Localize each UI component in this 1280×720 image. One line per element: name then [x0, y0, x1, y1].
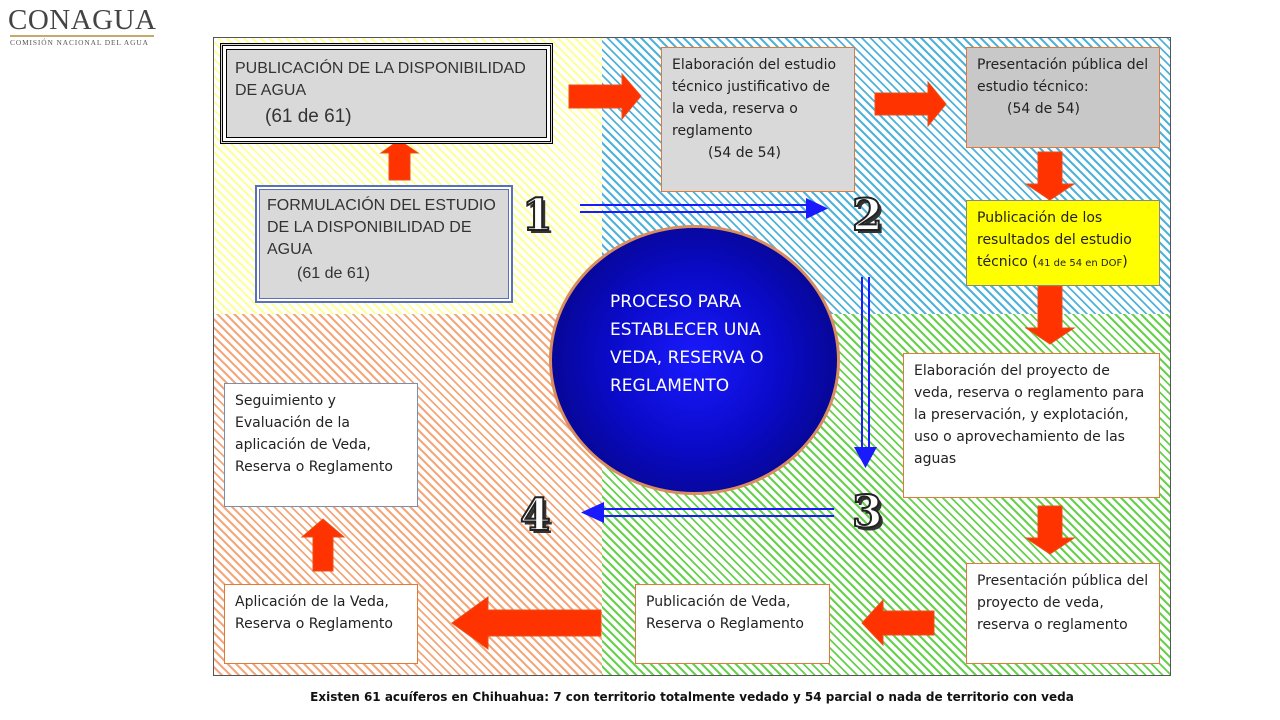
arrow-right-1	[568, 72, 642, 121]
box-publicacion-resultados-count: 41 de 54 en DOF	[1037, 258, 1123, 269]
box-publicacion-veda: Publicación de Veda, Reserva o Reglament…	[635, 584, 830, 664]
blue-arrowhead-left	[581, 502, 604, 523]
arrow-up-1	[379, 139, 420, 181]
box-formulacion-disponibilidad: FORMULACIÓN DEL ESTUDIO DE LA DISPONIBIL…	[255, 185, 513, 303]
process-circle-title: PROCESO PARA ESTABLECER UNA VEDA, RESERV…	[610, 292, 764, 396]
box-formulacion-disponibilidad-count: (61 de 61)	[297, 265, 370, 282]
box-presentacion-estudio-count: (54 de 54)	[1007, 101, 1080, 117]
arrow-right-2	[874, 80, 947, 128]
arrow-left-1	[861, 598, 935, 647]
arrow-down-2	[1024, 285, 1076, 345]
box-seguimiento-text: Seguimiento y Evaluación de la aplicació…	[235, 393, 393, 475]
box-elaboracion-estudio-count: (54 de 54)	[708, 145, 781, 161]
step-number-2: 2	[851, 189, 884, 242]
box-elaboracion-estudio-text: Elaboración del estudio técnico justific…	[672, 57, 837, 139]
box-presentacion-proyecto: Presentación pública del proyecto de ved…	[966, 563, 1160, 664]
box-elaboracion-proyecto: Elaboración del proyecto de veda, reserv…	[903, 353, 1160, 498]
arrow-down-1	[1024, 151, 1076, 201]
conagua-logo: CONAGUA	[8, 4, 157, 36]
box-publicacion-resultados-close: )	[1122, 254, 1128, 270]
blue-arrowhead-down	[854, 447, 877, 468]
step-number-3: 3	[851, 486, 884, 539]
box-presentacion-estudio: Presentación pública del estudio técnico…	[966, 47, 1160, 148]
step-number-4: 4	[519, 489, 552, 542]
box-elaboracion-estudio: Elaboración del estudio técnico justific…	[661, 47, 855, 192]
box-aplicacion-veda: Aplicación de la Veda, Reserva o Reglame…	[224, 584, 418, 664]
step-number-1: 1	[521, 189, 554, 242]
footer-note: Existen 61 acuíferos en Chihuahua: 7 con…	[310, 690, 1074, 704]
box-publicacion-resultados: Publicación de los resultados del estudi…	[966, 200, 1160, 286]
diagram-frame	[213, 37, 1171, 676]
box-presentacion-proyecto-text: Presentación pública del proyecto de ved…	[977, 573, 1149, 633]
arrow-down-3	[1024, 505, 1076, 555]
box-aplicacion-veda-text: Aplicación de la Veda, Reserva o Reglame…	[235, 594, 393, 632]
arrow-left-2	[451, 596, 602, 650]
box-publicacion-disponibilidad-text: PUBLICACIÓN DE LA DISPONIBILIDAD DE AGUA	[235, 60, 526, 99]
box-publicacion-disponibilidad-count: (61 de 61)	[265, 106, 352, 127]
box-publicacion-veda-text: Publicación de Veda, Reserva o Reglament…	[646, 594, 804, 632]
box-formulacion-disponibilidad-text: FORMULACIÓN DEL ESTUDIO DE LA DISPONIBIL…	[267, 197, 496, 258]
logo-divider	[10, 35, 154, 37]
box-publicacion-resultados-text: Publicación de los resultados del estudi…	[977, 210, 1132, 270]
box-presentacion-estudio-text: Presentación pública del estudio técnico…	[977, 57, 1149, 95]
box-seguimiento: Seguimiento y Evaluación de la aplicació…	[224, 383, 418, 507]
blue-arrowhead-right	[806, 198, 828, 219]
box-elaboracion-proyecto-text: Elaboración del proyecto de veda, reserv…	[914, 363, 1145, 467]
arrow-up-2	[300, 518, 346, 572]
box-publicacion-disponibilidad: PUBLICACIÓN DE LA DISPONIBILIDAD DE AGUA…	[220, 43, 553, 144]
process-circle	[549, 225, 840, 495]
conagua-logo-subtitle: COMISIÓN NACIONAL DEL AGUA	[10, 38, 149, 47]
